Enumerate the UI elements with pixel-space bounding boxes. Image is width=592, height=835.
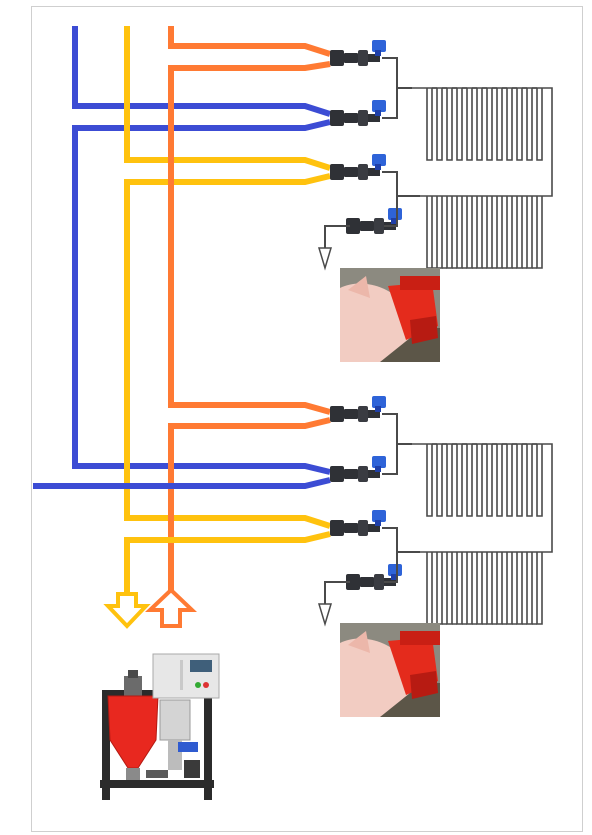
heating-loop-frame xyxy=(412,87,553,197)
manifold-bottom xyxy=(324,413,420,604)
blue-pipe-return-bottom xyxy=(33,477,331,489)
valve-blue-bottom[interactable] xyxy=(330,456,386,482)
valve-blue-top[interactable] xyxy=(330,100,386,126)
valve-yellow-top[interactable] xyxy=(330,154,386,180)
drain-arrow-icon xyxy=(317,247,333,271)
heating-coil-bends xyxy=(432,87,537,269)
valve-orange-bottom[interactable] xyxy=(330,396,386,422)
valve-yellow-bottom[interactable] xyxy=(330,510,386,536)
valve-drain-top[interactable] xyxy=(346,208,402,234)
orange-pipe-return-top xyxy=(168,61,331,415)
heating-coil-lower xyxy=(426,552,543,625)
pipe-network xyxy=(33,26,331,595)
blue-pipe-return-top xyxy=(72,119,331,475)
orange-pipe-supply-top xyxy=(168,26,331,57)
down-arrow-icon xyxy=(103,592,151,629)
valve-drain-bottom[interactable] xyxy=(346,564,402,590)
orange-pipe-return-bottom xyxy=(168,417,331,595)
heating-loop-bottom xyxy=(412,443,553,625)
piglet-feeder-photo xyxy=(340,623,440,717)
yellow-pipe-return-top xyxy=(124,173,331,529)
hopper xyxy=(107,695,159,769)
heating-loop-frame xyxy=(412,443,553,553)
heating-loop-top xyxy=(412,87,553,269)
blue-pipe-supply-top xyxy=(72,26,331,117)
yellow-pipe-supply-top xyxy=(124,26,331,171)
valve-orange-top[interactable] xyxy=(330,40,386,66)
heating-coil-bends xyxy=(432,443,537,625)
heating-coil-upper xyxy=(426,444,543,517)
drain-arrow-icon xyxy=(317,603,333,627)
liquid-feeding-mixer-unit xyxy=(100,653,220,800)
up-arrow-icon xyxy=(145,587,197,628)
heating-coil-upper xyxy=(426,88,543,161)
heating-coil-lower xyxy=(426,196,543,269)
piglet-feeder-photo xyxy=(340,268,440,362)
manifold-top xyxy=(324,57,420,248)
yellow-pipe-return-bottom xyxy=(124,531,331,595)
